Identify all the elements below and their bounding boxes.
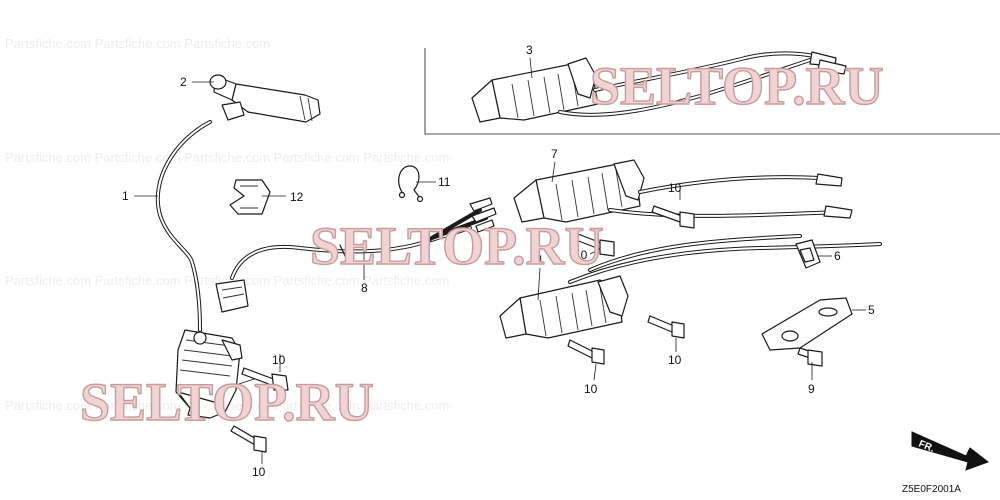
svg-text:Partsfiche.com Partsfiche.c: Partsfiche.com Partsfiche.com Partsfiche… xyxy=(5,273,449,288)
bolt-coil-upper xyxy=(241,367,289,391)
bolt-coil-middle-b xyxy=(575,233,615,257)
callout-2: 2 xyxy=(180,75,187,89)
charge-coil-middle xyxy=(513,159,853,223)
callout-7: 7 xyxy=(551,147,558,161)
bolt-coil-lower-b xyxy=(567,339,605,365)
watermark-bottom: SELTOP.RU xyxy=(80,372,374,432)
mounting-plate xyxy=(761,297,853,351)
svg-text:Partsfiche.com Partsfiche.c: Partsfiche.com Partsfiche.com Partsfiche… xyxy=(5,36,270,51)
watermarks: SELTOP.RU SELTOP.RU SELTOP.RU xyxy=(79,55,884,432)
callout-10-coil-middle-b: 10 xyxy=(574,248,588,262)
callout-1: 1 xyxy=(122,189,129,203)
callout-labels: 1 2 3 4 5 6 7 8 9 10 10 10 10 10 10 11 1… xyxy=(122,43,875,479)
exciter-coil-upper xyxy=(471,51,847,123)
callout-10-coil-lower: 10 xyxy=(252,465,266,479)
callout-4: 4 xyxy=(536,253,543,267)
callout-5: 5 xyxy=(868,303,875,317)
leader-lines xyxy=(134,57,866,464)
spark-plug-cap xyxy=(209,74,321,123)
spring-clip xyxy=(398,165,424,203)
bolt-plate xyxy=(797,347,823,367)
ignition-coil-assembly xyxy=(155,120,261,419)
diagram-code: Z5E0F2001A xyxy=(902,484,961,495)
callout-6: 6 xyxy=(834,249,841,263)
exciter-coil-lower xyxy=(499,234,882,339)
wire-harness xyxy=(215,197,497,313)
callout-11: 11 xyxy=(438,175,451,189)
bolt-coil-lower xyxy=(230,425,267,453)
front-direction-arrow: FR. xyxy=(911,431,990,471)
part-3-group-frame xyxy=(424,48,1000,135)
callout-12: 12 xyxy=(290,190,304,204)
callout-9: 9 xyxy=(808,382,815,396)
callout-10-coil-middle-a: 10 xyxy=(668,181,682,195)
callout-10-coil-upper: 10 xyxy=(272,353,286,367)
bolt-group xyxy=(230,205,823,453)
bolt-coil-lower-a xyxy=(647,315,685,339)
grommet xyxy=(795,239,821,269)
callout-10-lower-a: 10 xyxy=(668,353,682,367)
watermark-top: SELTOP.RU xyxy=(590,56,884,116)
bolt-coil-middle-a xyxy=(651,205,695,229)
watermark-middle: SELTOP.RU xyxy=(310,216,604,276)
svg-text:Partsfiche.com Partsfiche.c: Partsfiche.com Partsfiche.com Partsfiche… xyxy=(5,150,449,165)
wire-clip xyxy=(229,179,271,215)
callout-10-lower-b: 10 xyxy=(584,382,598,396)
callout-3: 3 xyxy=(526,43,533,57)
callout-8: 8 xyxy=(361,281,368,295)
